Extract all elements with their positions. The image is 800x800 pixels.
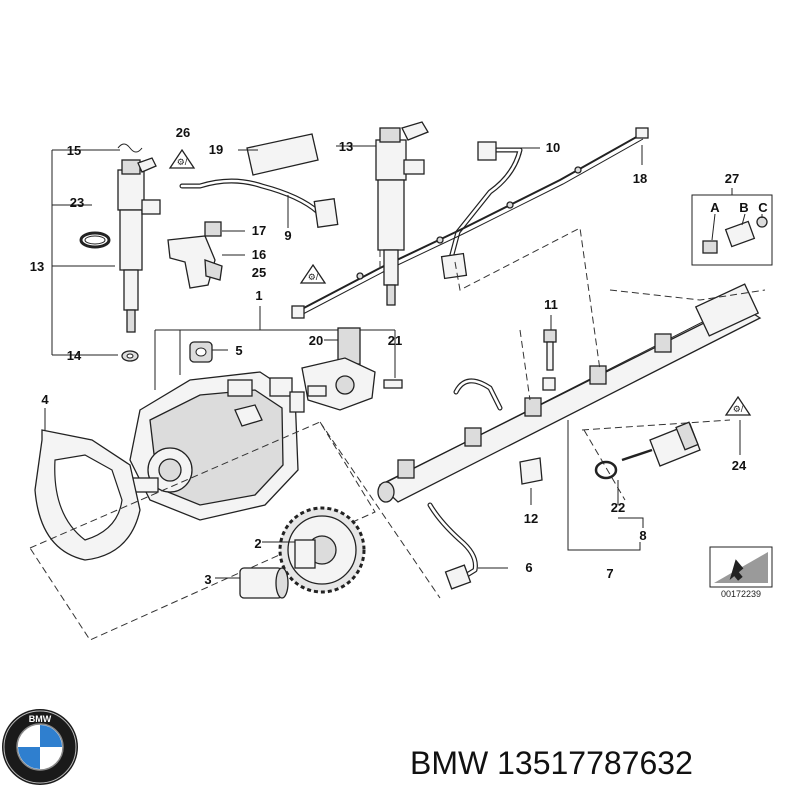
- bushing: [215, 567, 289, 599]
- warning-triangle-icon: ⚙/: [299, 263, 327, 284]
- sub-label-b: B: [739, 200, 748, 215]
- sleeve: [238, 133, 319, 176]
- callout-7: 7: [606, 566, 613, 581]
- high-pressure-pump: [127, 306, 395, 521]
- warning-triangle-icon: ⚙/: [168, 148, 196, 169]
- callout-1: 1: [255, 288, 262, 303]
- warning-triangle-icon: ⚙/: [724, 395, 752, 416]
- callout-27: 27: [725, 171, 739, 186]
- callout-9: 9: [284, 228, 291, 243]
- seal: [189, 341, 228, 363]
- callout-22: 22: [611, 500, 625, 515]
- callout-3: 3: [204, 572, 211, 587]
- nut: [204, 221, 245, 237]
- svg-text:BMW: BMW: [29, 714, 52, 724]
- callout-10: 10: [546, 140, 560, 155]
- gasket: [34, 408, 141, 561]
- callout-4: 4: [41, 392, 49, 407]
- fuel-lines: [179, 127, 649, 319]
- pressure-sensor: [594, 420, 741, 528]
- callout-13-left: 13: [30, 259, 44, 274]
- callout-15: 15: [67, 143, 81, 158]
- orientation-icon: 00172239: [709, 546, 773, 599]
- callout-17: 17: [252, 223, 266, 238]
- clip: [519, 457, 543, 505]
- svg-text:⚙/: ⚙/: [177, 157, 188, 167]
- svg-text:⚙/: ⚙/: [308, 272, 319, 282]
- callout-11: 11: [544, 297, 558, 312]
- callout-18: 18: [633, 171, 647, 186]
- part-number-caption: BMW 13517787632: [410, 745, 693, 781]
- callout-21: 21: [388, 333, 402, 348]
- callout-26: 26: [176, 125, 190, 140]
- rail-bolt: [543, 315, 557, 371]
- callout-25: 25: [252, 265, 266, 280]
- callout-20: 20: [309, 333, 323, 348]
- callout-16: 16: [252, 247, 266, 262]
- bracket: [167, 235, 245, 289]
- callout-8: 8: [639, 528, 646, 543]
- sub-label-a: A: [710, 200, 720, 215]
- callout-19: 19: [209, 142, 223, 157]
- pump-to-rail-pipe: [427, 502, 508, 590]
- bmw-logo: BMW: [2, 709, 78, 785]
- callout-13-right: 13: [339, 139, 353, 154]
- callout-23: 23: [70, 195, 84, 210]
- left-injector: [51, 143, 161, 362]
- callout-labels: 1 2 3 4 5 6 7 8 9 10 11 12 13 13 14 15 1…: [30, 125, 747, 587]
- pump-group-outline: [29, 421, 376, 641]
- metering-unit: [301, 327, 403, 411]
- callout-24: 24: [732, 458, 747, 473]
- callout-14: 14: [67, 348, 82, 363]
- drive-gear: [262, 506, 366, 594]
- sub-label-c: C: [758, 200, 768, 215]
- callout-12: 12: [524, 511, 538, 526]
- right-injector: [336, 121, 429, 306]
- callout-5: 5: [235, 343, 242, 358]
- common-rail: [377, 283, 762, 503]
- svg-text:⚙/: ⚙/: [733, 404, 744, 414]
- callout-6: 6: [525, 560, 532, 575]
- diagram-code: 00172239: [721, 589, 761, 599]
- callout-2: 2: [254, 536, 261, 551]
- detail-box-27: A B C: [691, 188, 773, 266]
